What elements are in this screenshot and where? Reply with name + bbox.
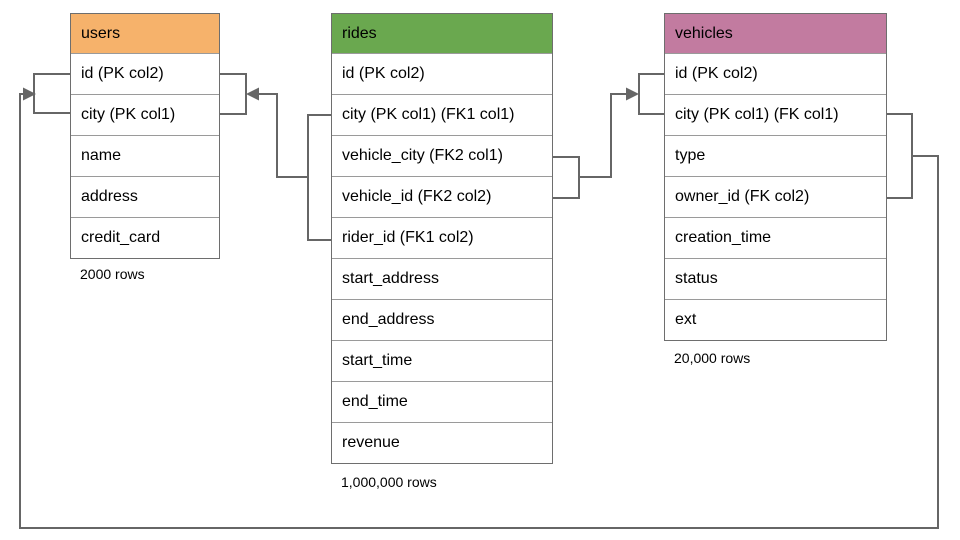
rides-left-bracket bbox=[307, 114, 331, 241]
connector-rides-to-users bbox=[220, 73, 331, 241]
table-row: credit_card bbox=[71, 217, 219, 258]
users-row-count: 2000 rows bbox=[80, 266, 145, 282]
table-row: city (PK col1) bbox=[71, 94, 219, 135]
table-row: id (PK col2) bbox=[332, 53, 552, 94]
table-row: revenue bbox=[332, 422, 552, 463]
table-row: end_address bbox=[332, 299, 552, 340]
vehicles-left-bracket bbox=[638, 73, 664, 115]
arrowhead-right-icon bbox=[626, 87, 639, 101]
table-row: owner_id (FK col2) bbox=[665, 176, 886, 217]
table-row: type bbox=[665, 135, 886, 176]
table-row: city (PK col1) (FK1 col1) bbox=[332, 94, 552, 135]
arrowhead-left-icon bbox=[246, 87, 259, 101]
table-vehicles-header: vehicles bbox=[665, 14, 886, 53]
table-row: end_time bbox=[332, 381, 552, 422]
rides-users-link-line bbox=[252, 93, 308, 178]
table-users: users id (PK col2) city (PK col1) name a… bbox=[70, 13, 220, 259]
table-row: id (PK col2) bbox=[665, 53, 886, 94]
vehicles-right-bracket bbox=[887, 113, 913, 199]
table-row: status bbox=[665, 258, 886, 299]
table-row: start_address bbox=[332, 258, 552, 299]
table-row: name bbox=[71, 135, 219, 176]
users-left-bracket bbox=[33, 73, 70, 114]
users-right-bracket bbox=[220, 73, 247, 115]
table-row: rider_id (FK1 col2) bbox=[332, 217, 552, 258]
vehicles-row-count: 20,000 rows bbox=[674, 350, 751, 366]
rides-right-bracket bbox=[553, 156, 580, 199]
table-row: vehicle_id (FK2 col2) bbox=[332, 176, 552, 217]
table-row: start_time bbox=[332, 340, 552, 381]
table-vehicles: vehicles id (PK col2) city (PK col1) (FK… bbox=[664, 13, 887, 341]
table-row: city (PK col1) (FK col1) bbox=[665, 94, 886, 135]
table-rides: rides id (PK col2) city (PK col1) (FK1 c… bbox=[331, 13, 553, 464]
rides-row-count: 1,000,000 rows bbox=[341, 474, 437, 490]
table-row: id (PK col2) bbox=[71, 53, 219, 94]
connector-rides-to-vehicles bbox=[553, 73, 664, 199]
table-row: address bbox=[71, 176, 219, 217]
arrowhead-right-icon bbox=[23, 87, 36, 101]
table-rides-header: rides bbox=[332, 14, 552, 53]
rides-vehicles-link-line bbox=[579, 93, 633, 178]
table-row: vehicle_city (FK2 col1) bbox=[332, 135, 552, 176]
table-row: creation_time bbox=[665, 217, 886, 258]
table-users-header: users bbox=[71, 14, 219, 53]
table-row: ext bbox=[665, 299, 886, 340]
